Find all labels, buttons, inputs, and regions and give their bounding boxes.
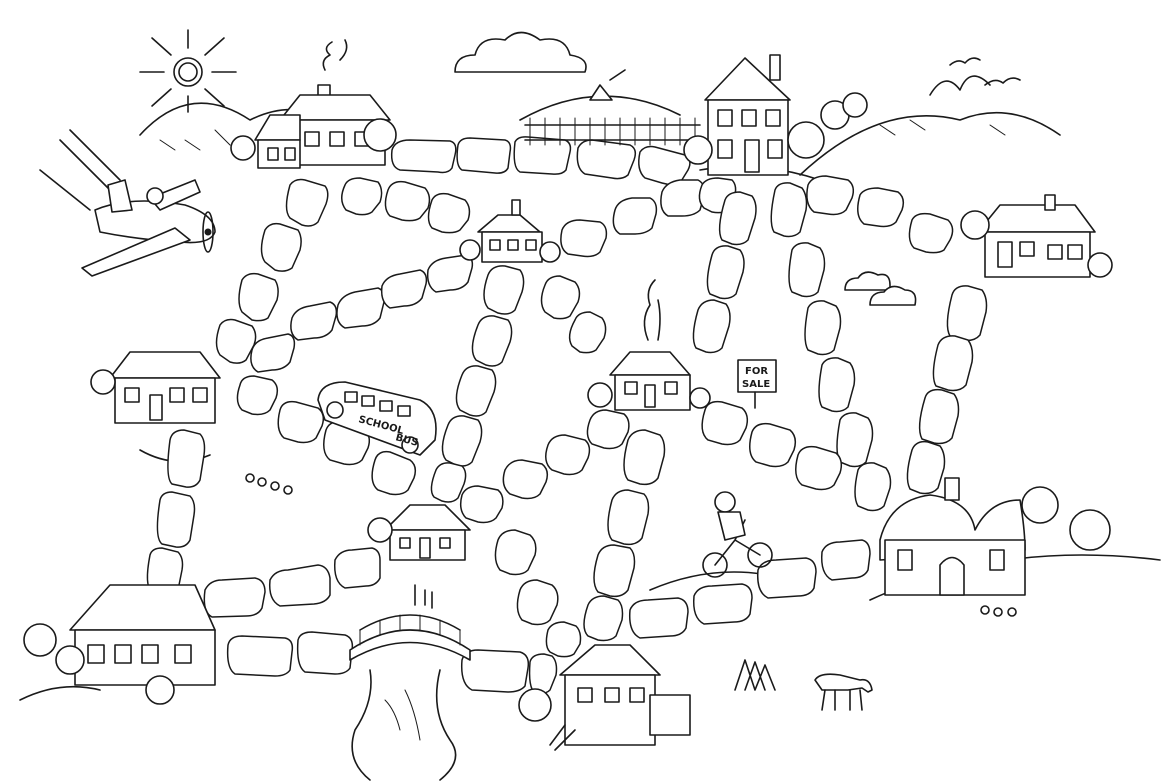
game-path	[146, 136, 988, 695]
for-sale-line2: SALE	[742, 379, 770, 390]
tree-icon	[820, 75, 991, 130]
house-icon	[879, 477, 1111, 596]
haystack	[734, 659, 776, 691]
house-icon	[90, 351, 221, 424]
house-icon	[683, 54, 825, 176]
flowers	[245, 473, 1017, 617]
house-icon	[518, 644, 691, 751]
house-icon	[23, 584, 216, 705]
sun-icon	[139, 29, 237, 113]
bird-icon	[949, 57, 1021, 86]
cloud-icon	[454, 31, 587, 73]
house-icon	[587, 279, 711, 411]
fence	[524, 69, 701, 146]
house-icon	[367, 504, 471, 561]
bridge-icon	[349, 584, 471, 781]
horse-icon	[814, 673, 873, 711]
bicycle-rider-icon	[702, 491, 773, 578]
house-icon	[459, 199, 561, 263]
house-icon	[230, 39, 397, 169]
house-icon	[960, 194, 1113, 278]
school-bus-icon: SCHOOL BUS	[317, 381, 437, 456]
for-sale-sign: FOR SALE	[737, 359, 777, 409]
airplane-icon	[39, 129, 216, 277]
for-sale-line1: FOR	[745, 366, 768, 377]
cloud-icon	[844, 271, 917, 306]
